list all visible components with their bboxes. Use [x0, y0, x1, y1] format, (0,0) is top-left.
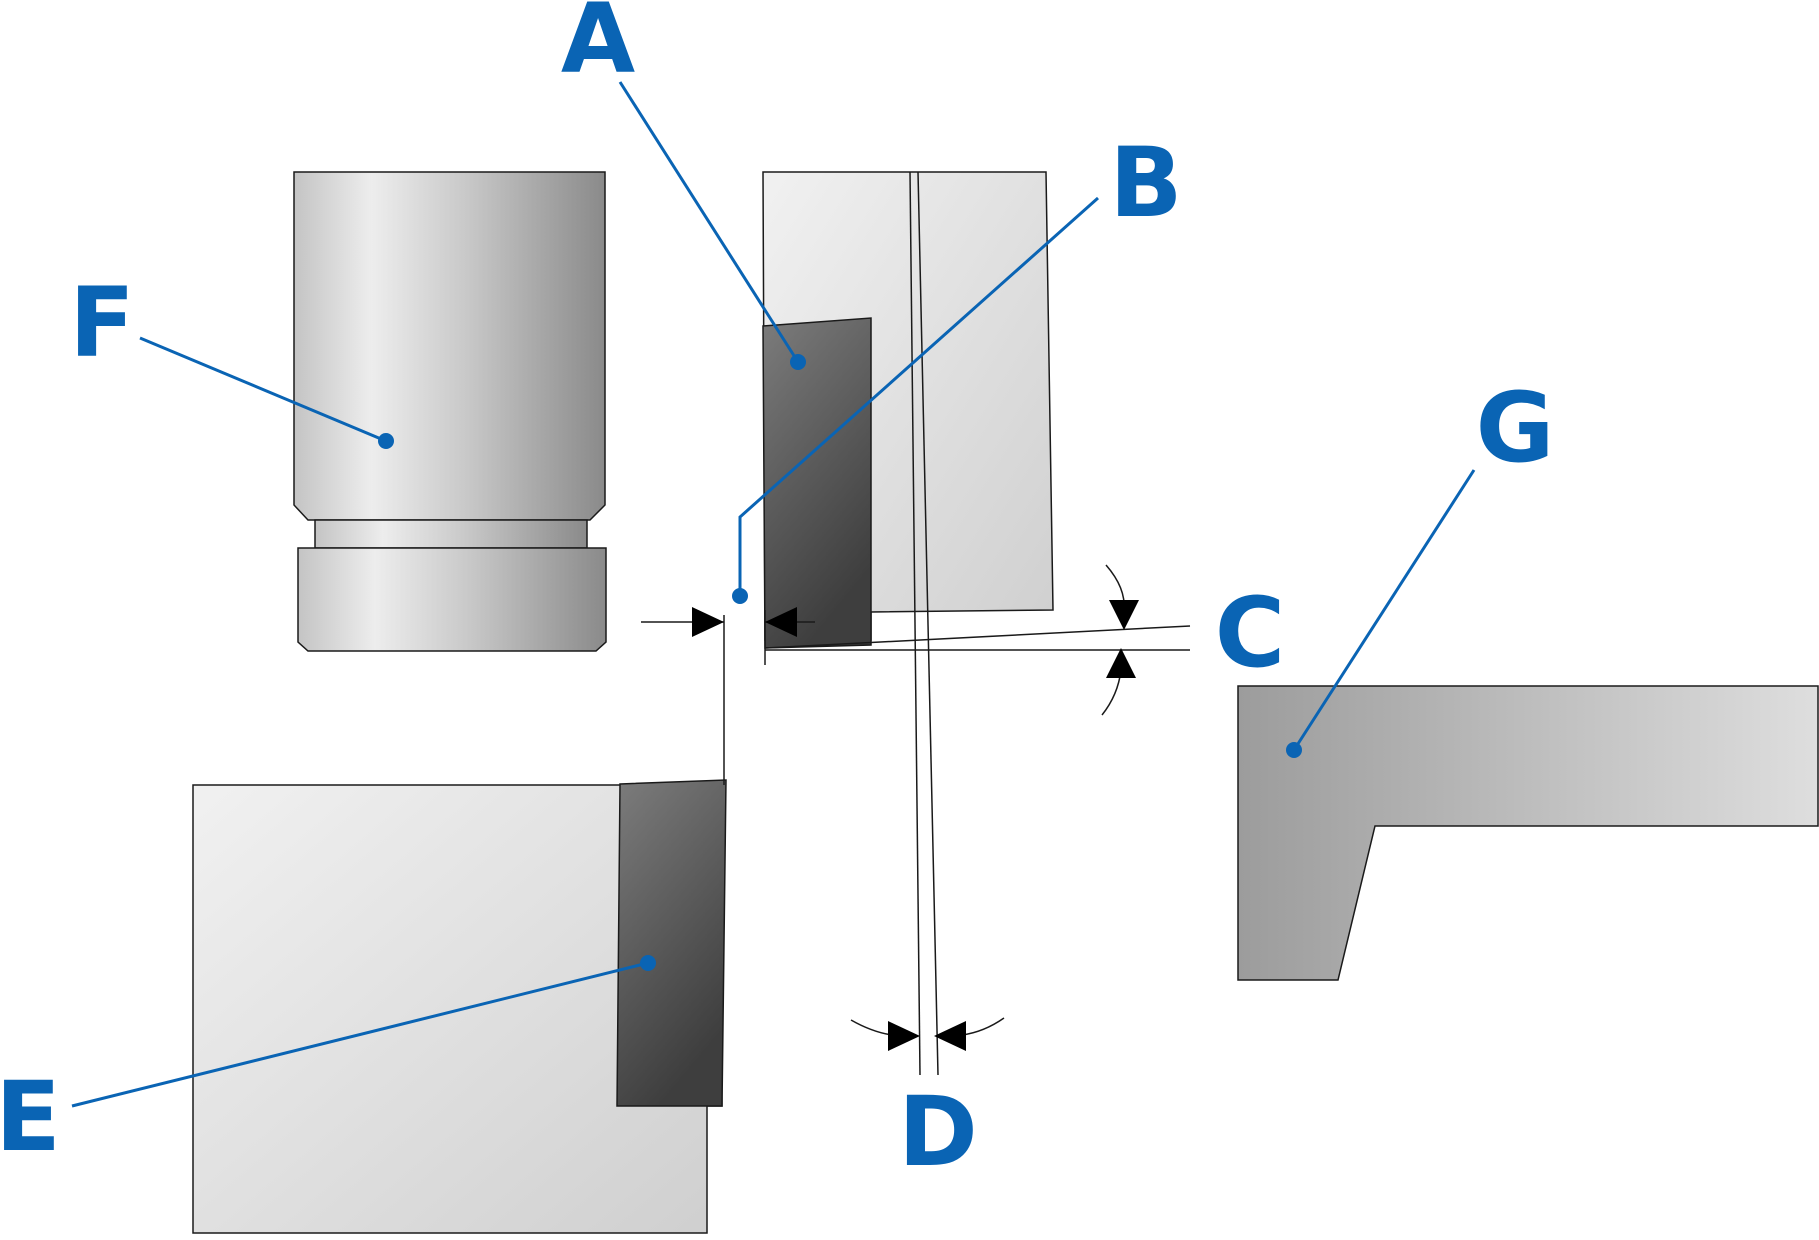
clearance-arrow-right — [765, 607, 797, 637]
cylinder-lower-body — [297, 547, 607, 652]
label-b: B — [1109, 127, 1182, 239]
angle-d-arc-left — [850, 1019, 893, 1036]
cylinder-upper-body — [293, 171, 606, 521]
angle-d-arrow-right — [934, 1021, 966, 1051]
label-e: E — [0, 1061, 61, 1173]
label-g: G — [1476, 372, 1555, 484]
label-d: D — [898, 1076, 978, 1188]
label-f: F — [69, 267, 135, 379]
callout-leaders — [71, 81, 1476, 1108]
angle-c-arrow-top — [1109, 600, 1139, 630]
dot-b — [732, 588, 748, 604]
dot-a — [790, 354, 806, 370]
dot-g — [1286, 742, 1302, 758]
angle-d-arc-right — [961, 1017, 1005, 1036]
upper-blade-holder — [762, 171, 1054, 649]
dot-e — [640, 955, 656, 971]
leader-g — [1292, 469, 1476, 751]
label-a: A — [561, 0, 635, 95]
leader-a — [618, 81, 800, 363]
lower-blade-holder — [192, 779, 727, 1234]
callout-dots — [378, 354, 1302, 971]
clearance-arrow-left — [692, 607, 724, 637]
vertical-reference-line — [909, 171, 921, 1076]
angle-c-arrow-bottom — [1106, 648, 1136, 678]
rake-angle-line — [917, 171, 939, 1076]
dimension-arrows — [692, 600, 1139, 1051]
leader-e — [71, 961, 649, 1108]
back-gauge — [1237, 685, 1819, 981]
leader-f — [139, 336, 387, 443]
blade-angle-line — [764, 625, 1191, 649]
lower-blade — [616, 779, 727, 1107]
hold-down-cylinder — [293, 171, 607, 652]
dimension-lines — [641, 171, 1191, 1076]
label-c: C — [1215, 577, 1285, 689]
cylinder-groove — [314, 519, 588, 549]
leader-b — [738, 196, 1099, 596]
upper-blade — [762, 317, 872, 649]
angle-d-arrow-left — [888, 1021, 920, 1051]
dot-f — [378, 433, 394, 449]
